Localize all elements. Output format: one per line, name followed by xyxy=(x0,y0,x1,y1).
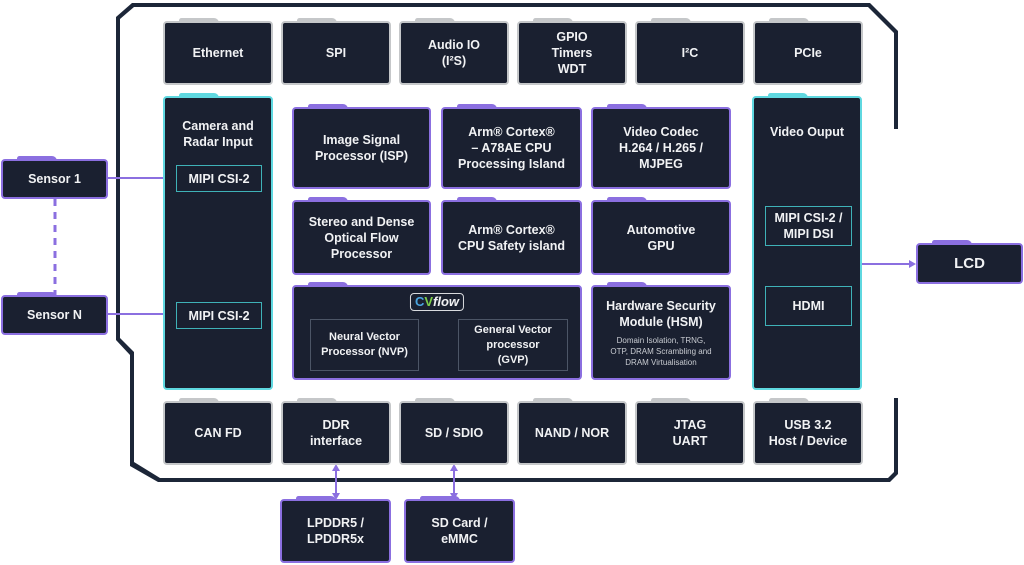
block-label: Sensor 1 xyxy=(28,172,81,186)
block-label: I²C xyxy=(681,46,699,60)
mipi-csi-port-1: MIPI CSI-2 xyxy=(176,165,262,192)
block-label: JTAG UART xyxy=(672,418,708,448)
mipi-csi-port-2: MIPI CSI-2 xyxy=(176,302,262,329)
block-label: Video Codec H.264 / H.265 / MJPEG xyxy=(618,125,704,171)
block-hsm: Hardware Security Module (HSM) Domain Is… xyxy=(591,282,731,380)
block-label: Arm® Cortex® – A78AE CPU Processing Isla… xyxy=(458,125,565,171)
lcd-arrowhead xyxy=(909,260,916,268)
lcd: LCD xyxy=(916,240,1023,284)
video-output-panel: Video Ouput MIPI CSI-2 / MIPI DSI HDMI xyxy=(752,93,862,390)
block-label: SD Card / eMMC xyxy=(431,516,488,546)
block-ethernet: Ethernet xyxy=(163,18,273,85)
hsm-detail: Domain Isolation, TRNG, OTP, DRAM Scramb… xyxy=(610,335,712,367)
block-label: PCIe xyxy=(794,46,822,60)
block-label: Arm® Cortex® CPU Safety island xyxy=(458,222,565,253)
block-pcie: PCIe xyxy=(753,18,863,85)
camera-radar-panel: Camera and Radar Input MIPI CSI-2 MIPI C… xyxy=(163,93,273,390)
block-nand: NAND / NOR xyxy=(517,398,627,465)
block-sdio: SD / SDIO xyxy=(399,398,509,465)
mipi-dsi-port: MIPI CSI-2 / MIPI DSI xyxy=(765,206,852,246)
block-label: Sensor N xyxy=(27,308,82,322)
block-ddr: DDR interface xyxy=(281,398,391,465)
block-video-codec: Video Codec H.264 / H.265 / MJPEG xyxy=(591,104,731,189)
hdmi-port: HDMI xyxy=(765,286,852,326)
block-label: SD / SDIO xyxy=(424,426,484,440)
block-cvflow: CVflow Neural Vector Processor (NVP) Gen… xyxy=(292,282,582,380)
block-label: LPDDR5 / LPDDR5x xyxy=(307,516,364,546)
hsm-title: Hardware Security Module (HSM) xyxy=(606,298,716,329)
block-label: Ethernet xyxy=(192,46,244,60)
sensor-1: Sensor 1 xyxy=(1,156,108,199)
block-label: GPIO Timers WDT xyxy=(551,30,593,76)
block-usb: USB 3.2 Host / Device xyxy=(753,398,863,465)
block-nvp: Neural Vector Processor (NVP) xyxy=(310,319,419,371)
block-gpio: GPIO Timers WDT xyxy=(517,18,627,85)
block-jtag: JTAG UART xyxy=(635,398,745,465)
block-label: USB 3.2 Host / Device xyxy=(768,418,848,448)
block-label: DDR interface xyxy=(309,418,363,448)
block-can-fd: CAN FD xyxy=(163,398,273,465)
block-label: SPI xyxy=(325,46,347,60)
block-optical-flow: Stereo and Dense Optical Flow Processor xyxy=(292,197,431,275)
block-audio-io: Audio IO (I²S) xyxy=(399,18,509,85)
block-gvp: General Vector processor (GVP) xyxy=(458,319,568,371)
cvflow-logo: CVflow xyxy=(409,293,465,311)
sensor-n: Sensor N xyxy=(1,292,108,335)
block-label: Image Signal Processor (ISP) xyxy=(314,133,409,163)
block-safety-island: Arm® Cortex® CPU Safety island xyxy=(441,197,582,275)
block-label: Automotive GPU xyxy=(626,222,696,253)
block-gpu: Automotive GPU xyxy=(591,197,731,275)
block-label: Stereo and Dense Optical Flow Processor xyxy=(308,214,415,261)
block-label: Audio IO (I²S) xyxy=(427,38,481,68)
video-panel-title: Video Ouput xyxy=(769,125,845,139)
block-spi: SPI xyxy=(281,18,391,85)
lpddr-memory: LPDDR5 / LPDDR5x xyxy=(280,496,391,563)
block-label: LCD xyxy=(954,254,985,272)
block-label: CAN FD xyxy=(194,426,242,440)
block-label: NAND / NOR xyxy=(534,426,610,440)
camera-panel-title: Camera and Radar Input xyxy=(182,119,254,149)
block-a78ae-cpu: Arm® Cortex® – A78AE CPU Processing Isla… xyxy=(441,104,582,189)
sd-card-emmc: SD Card / eMMC xyxy=(404,496,515,563)
block-isp: Image Signal Processor (ISP) xyxy=(292,104,431,189)
block-i2c: I²C xyxy=(635,18,745,85)
